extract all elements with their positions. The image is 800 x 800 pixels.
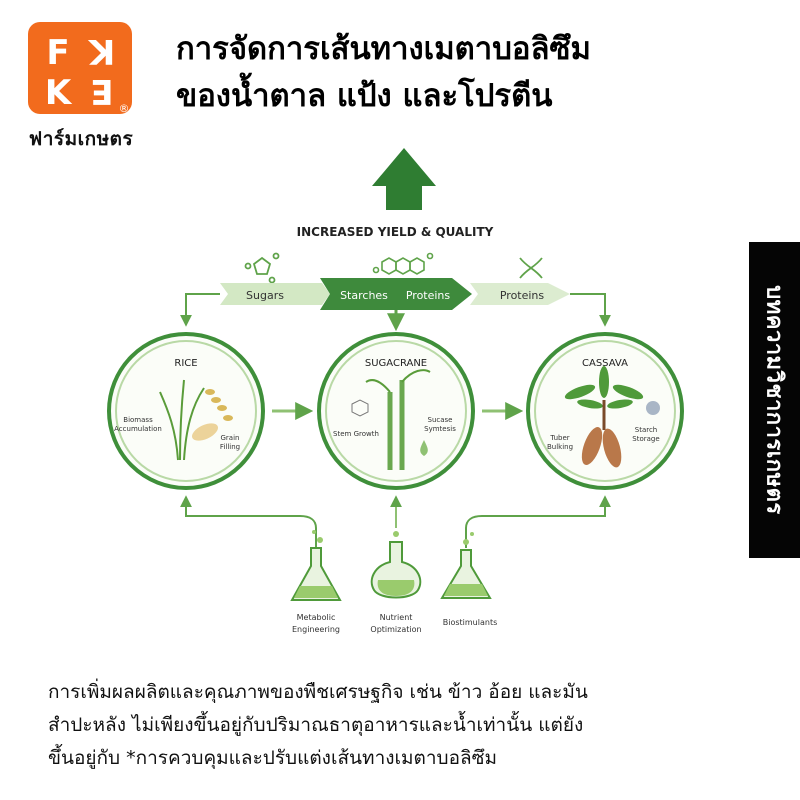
crop-name-rice: RICE xyxy=(174,358,197,369)
cassava-label-left-2: Bulking xyxy=(547,443,573,451)
title-line-1: การจัดการเส้นทางเมตาบอลิซึม xyxy=(176,31,591,67)
rice-label-right-2: Filling xyxy=(220,443,240,451)
rice-label-left-1: Biomass xyxy=(123,416,153,424)
starch-granule-icon xyxy=(646,401,660,415)
sugar-molecule-icon xyxy=(244,252,280,284)
svg-text:E: E xyxy=(90,71,113,111)
cassava-leaves-icon xyxy=(564,366,644,409)
rice-label-right-1: Grain xyxy=(221,434,240,442)
rice-label-left-2: Accumulation xyxy=(114,425,162,433)
description-line-2: สำปะหลัง ไม่เพียงขึ้นอยู่กับปริมาณธาตุอา… xyxy=(48,714,584,736)
crop-name-sugarcane: SUGACRANE xyxy=(365,358,427,369)
input-label-nutrient-2: Optimization xyxy=(370,625,421,634)
flow-arrow-starches-proteins xyxy=(320,278,472,310)
flow-arrow-proteins xyxy=(470,283,570,305)
sugar-formula-icon xyxy=(351,399,369,417)
flow-arrow-sugars xyxy=(220,283,330,305)
flow-label-starches: Starches xyxy=(340,289,388,302)
flask-nutrient-optimization-icon xyxy=(370,531,422,599)
svg-text:K: K xyxy=(87,31,115,71)
connector-right-top xyxy=(570,293,611,327)
logo-caption: ฟาร์มเกษตร xyxy=(28,128,134,150)
rice-plant-icon xyxy=(159,379,205,461)
feedback-left xyxy=(180,495,317,556)
top-yield-label: INCREASED YIELD & QUALITY xyxy=(297,225,494,239)
description-line-1: การเพิ่มผลผลิตและคุณภาพของพืชเศรษฐกิจ เช… xyxy=(48,681,588,703)
cassava-label-left-1: Tuber xyxy=(549,434,569,442)
input-label-metabolic-2: Engineering xyxy=(292,625,340,634)
svg-text:®: ® xyxy=(119,102,130,114)
flow-label-proteins-right: Proteins xyxy=(500,289,545,302)
flask-metabolic-engineering-icon xyxy=(290,530,342,601)
input-label-biostimulants: Biostimulants xyxy=(443,618,498,627)
starch-molecule-icon xyxy=(372,252,434,275)
description-paragraph: การเพิ่มผลผลิตและคุณภาพของพืชเศรษฐกิจ เช… xyxy=(48,676,760,775)
svg-text:F: F xyxy=(46,33,69,73)
cassava-tuber-icon xyxy=(581,427,622,468)
rice-grain-icon xyxy=(191,389,233,441)
sugarcane-label-left-1: Stem Growth xyxy=(333,430,379,438)
svg-text:K: K xyxy=(45,73,73,113)
crop-circle-sugarcane: SUGACRANE Stem Growth Sucase Symtesis xyxy=(317,332,475,490)
flow-label-proteins-mid: Proteins xyxy=(406,289,451,302)
input-label-nutrient-1: Nutrient xyxy=(380,613,413,622)
crop-name-cassava: CASSAVA xyxy=(582,358,628,369)
sugarcane-label-right-1: Sucase xyxy=(428,416,453,424)
crop-circle-rice: RICE Biomass Accumulation Grain Filling xyxy=(107,332,265,490)
crop-circle-cassava: CASSAVA Tuber Bulking Starch Storage xyxy=(526,332,684,490)
flow-label-sugars: Sugars xyxy=(246,289,284,302)
droplet-icon xyxy=(420,440,428,456)
input-label-metabolic-1: Metabolic xyxy=(297,613,336,622)
connector-left-top xyxy=(180,293,220,327)
yield-up-arrow xyxy=(372,148,436,210)
side-category-tab: บทความวิชาการเกษตร xyxy=(749,242,800,558)
sugarcane-leaf-icon xyxy=(365,369,431,393)
cassava-label-right-2: Storage xyxy=(632,435,659,443)
cassava-label-right-1: Starch xyxy=(635,426,658,434)
feedback-right xyxy=(465,495,611,548)
page-title: การจัดการเส้นทางเมตาบอลิซึม ของน้ำตาล แป… xyxy=(176,26,736,120)
dna-icon xyxy=(519,257,543,279)
sugarcane-icon xyxy=(387,380,405,470)
flask-biostimulants-icon xyxy=(440,532,492,599)
sugarcane-label-right-2: Symtesis xyxy=(424,425,456,433)
description-line-3: ขึ้นอยู่กับ *การควบคุมและปรับแต่งเส้นทาง… xyxy=(48,747,498,769)
title-line-2: ของน้ำตาล แป้ง และโปรตีน xyxy=(176,78,553,114)
farm-kaset-logo: F K K E ® xyxy=(28,22,132,114)
